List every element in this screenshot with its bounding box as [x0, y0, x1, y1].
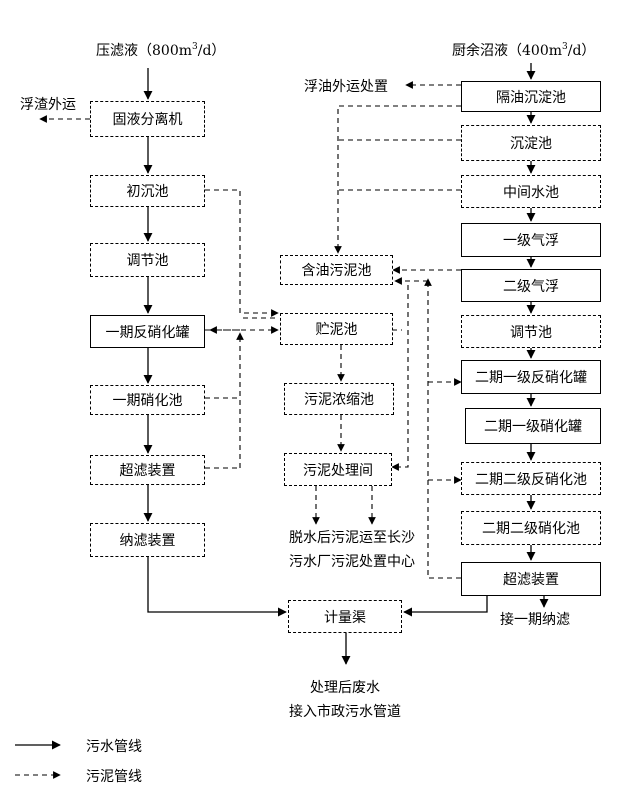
node-label: 污泥处理间 [303, 462, 373, 479]
node-label: 调节池 [510, 324, 552, 341]
sludge-primary-out [205, 189, 279, 317]
input-left-label: 压滤液（800m3/d） [96, 40, 225, 60]
input-right-label: 厨余沼液（400m3/d） [452, 40, 595, 60]
sludge-oil-to-oily [334, 105, 461, 254]
node-label: 初沉池 [126, 184, 169, 200]
node-settling: 沉淀池 [461, 125, 601, 161]
node-intermediate-pool: 中间水池 [461, 175, 601, 208]
input-right-sup: 3 [562, 42, 568, 52]
flow-uf-metering [403, 596, 488, 617]
input-left-sup: 3 [192, 42, 198, 52]
node-oily-sludge: 含油污泥池 [280, 255, 393, 285]
node-label: 二期一级硝化罐 [484, 419, 582, 435]
node-phase1-nitrification: 一期硝化池 [90, 385, 205, 415]
node-nanofiltration: 纳滤装置 [90, 523, 205, 557]
legend-sludge-label: 污泥管线 [86, 769, 142, 785]
node-metering-channel: 计量渠 [288, 600, 402, 633]
node-primary-settling: 初沉池 [90, 175, 205, 207]
node-oil-separation: 隔油沉淀池 [461, 81, 601, 112]
legend-sewage-label: 污水管线 [86, 739, 142, 755]
node-label: 二期二级反硝化池 [475, 471, 587, 488]
node-phase2-denit-2: 二期二级反硝化池 [461, 462, 601, 495]
node-label: 固液分离机 [112, 112, 183, 128]
node-label: 一期反硝化罐 [105, 324, 190, 341]
node-flotation-1: 一级气浮 [461, 223, 601, 257]
input-right-text: 厨余沼液（400m [452, 43, 562, 59]
node-regulating-right: 调节池 [461, 315, 601, 348]
node-phase2-nitr-1: 二期一级硝化罐 [465, 408, 601, 444]
sludge-oily-to-treatment [391, 285, 409, 471]
node-label: 调节池 [126, 253, 169, 269]
node-label: 超滤装置 [503, 572, 559, 588]
input-left-tail: /d） [197, 43, 226, 59]
node-ultrafiltration-right: 超滤装置 [461, 562, 601, 596]
annotation-oil-out: 浮油外运处置 [304, 79, 388, 95]
annotation-dewatered-line2: 污水厂污泥处置中心 [289, 554, 415, 570]
node-label: 二级气浮 [503, 278, 559, 295]
node-flotation-2: 二级气浮 [461, 269, 601, 302]
node-label: 一期硝化池 [112, 393, 183, 409]
node-label: 计量渠 [324, 609, 366, 626]
sludge-right-return [424, 278, 461, 579]
node-label: 一级气浮 [503, 233, 559, 249]
node-label: 超滤装置 [119, 463, 176, 479]
input-left-text: 压滤液（800m [96, 43, 192, 59]
node-regulating-left: 调节池 [90, 243, 205, 277]
node-label: 沉淀池 [510, 136, 552, 152]
node-label: 隔油沉淀池 [496, 89, 566, 106]
node-label: 含油污泥池 [301, 263, 372, 279]
node-label: 纳滤装置 [119, 533, 176, 549]
node-sludge-storage: 贮泥池 [280, 313, 393, 345]
node-ultrafiltration-left: 超滤装置 [90, 455, 205, 485]
annotation-treated-line2: 接入市政污水管道 [289, 704, 401, 720]
node-sludge-thickening: 污泥浓缩池 [284, 383, 394, 415]
annotation-scum-out: 浮渣外运 [20, 97, 76, 113]
annotation-dewatered-line1: 脱水后污泥运至长沙 [289, 530, 415, 546]
node-label: 二期一级反硝化罐 [475, 370, 587, 386]
annotation-treated-line1: 处理后废水 [310, 680, 380, 696]
node-label: 贮泥池 [315, 322, 358, 338]
annotation-to-nanofiltration: 接一期纳滤 [500, 612, 570, 628]
node-phase1-denitrification: 一期反硝化罐 [90, 315, 205, 348]
node-solid-liquid-separator: 固液分离机 [90, 101, 205, 137]
node-sludge-treatment: 污泥处理间 [284, 453, 392, 486]
flow-nf-metering [147, 557, 287, 617]
node-label: 污泥浓缩池 [304, 392, 374, 408]
node-label: 二期二级硝化池 [482, 521, 580, 537]
input-right-tail: /d） [567, 43, 596, 59]
node-phase2-nitr-2: 二期二级硝化池 [461, 511, 601, 545]
node-label: 中间水池 [503, 184, 559, 201]
node-phase2-denit-1: 二期一级反硝化罐 [461, 360, 601, 394]
